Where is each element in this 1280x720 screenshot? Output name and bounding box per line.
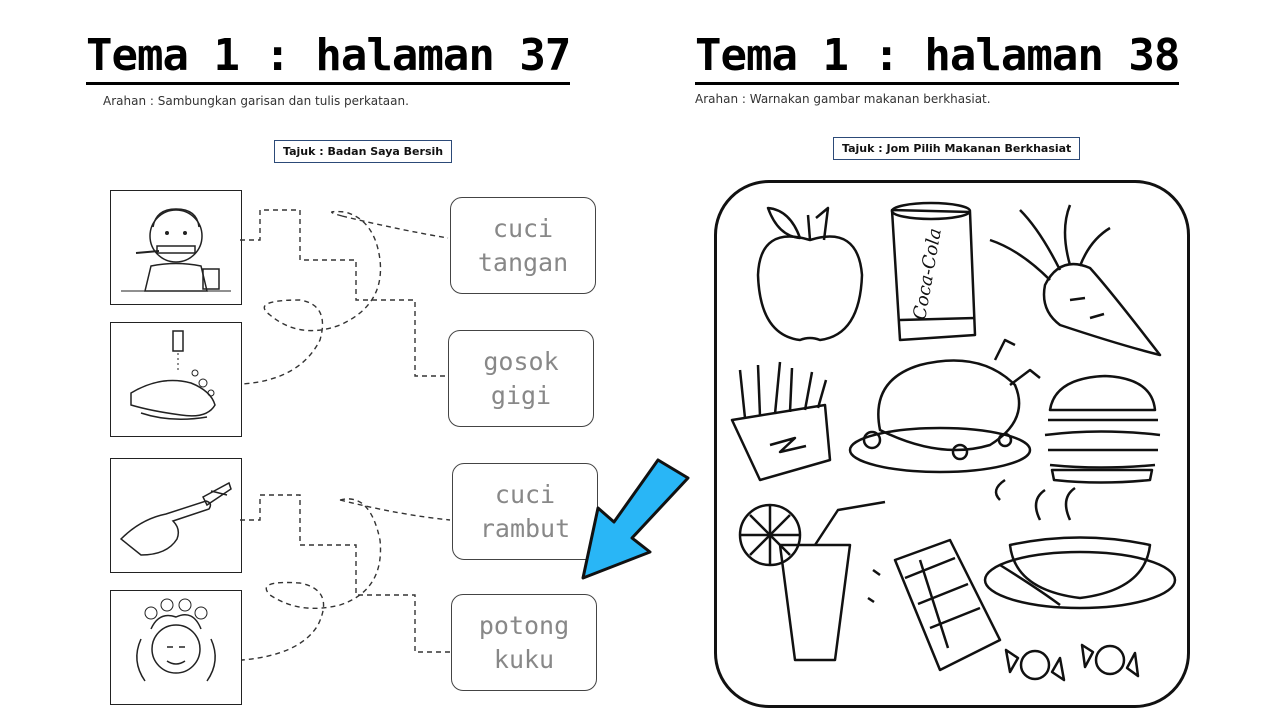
soup-bowl-icon (983, 478, 1177, 610)
word-line: gosok (483, 346, 559, 376)
word-line: tangan (477, 247, 569, 277)
chocolate-bar-icon (867, 538, 1002, 672)
word-line: kuku (493, 644, 555, 674)
carrot-icon (989, 204, 1162, 357)
word-box-cuci-tangan: cuci tangan (450, 197, 596, 294)
boy-washing-hair-icon (136, 598, 216, 682)
word-box-gosok-gigi: gosok gigi (448, 330, 594, 427)
right-instruction: Arahan : Warnakan gambar makanan berkhas… (695, 92, 991, 106)
juice-glass-icon (738, 500, 886, 662)
right-page-title: Tema 1 : halaman 38 (695, 32, 1180, 85)
roast-chicken-icon (848, 338, 1041, 474)
nail-clipper-hand-icon (119, 481, 232, 556)
left-topic-box: Tajuk : Badan Saya Bersih (274, 140, 453, 163)
picture-cutting-nails (110, 458, 242, 573)
apple-icon (756, 206, 864, 342)
boy-brushing-teeth-icon (121, 208, 231, 292)
left-page-title: Tema 1 : halaman 37 (86, 32, 571, 85)
cola-can-icon (890, 201, 977, 342)
picture-washing-hands (110, 322, 242, 437)
word-line: rambut (479, 513, 571, 543)
word-line: cuci (492, 213, 554, 243)
word-box-potong-kuku: potong kuku (451, 594, 597, 691)
right-topic-box: Tajuk : Jom Pilih Makanan Berkhasiat (833, 137, 1081, 160)
left-instruction: Arahan : Sambungkan garisan dan tulis pe… (103, 94, 409, 108)
picture-brushing-teeth (110, 190, 242, 305)
word-line: cuci (494, 479, 556, 509)
word-line: gigi (490, 380, 552, 410)
can-label: Coca-Cola (909, 227, 946, 322)
word-box-cuci-rambut: cuci rambut (452, 463, 598, 560)
burger-icon (1044, 374, 1161, 484)
washing-hands-icon (130, 330, 216, 420)
candies-icon (1004, 643, 1140, 682)
picture-washing-hair (110, 590, 242, 705)
french-fries-icon (730, 361, 832, 482)
word-line: potong (478, 610, 570, 640)
